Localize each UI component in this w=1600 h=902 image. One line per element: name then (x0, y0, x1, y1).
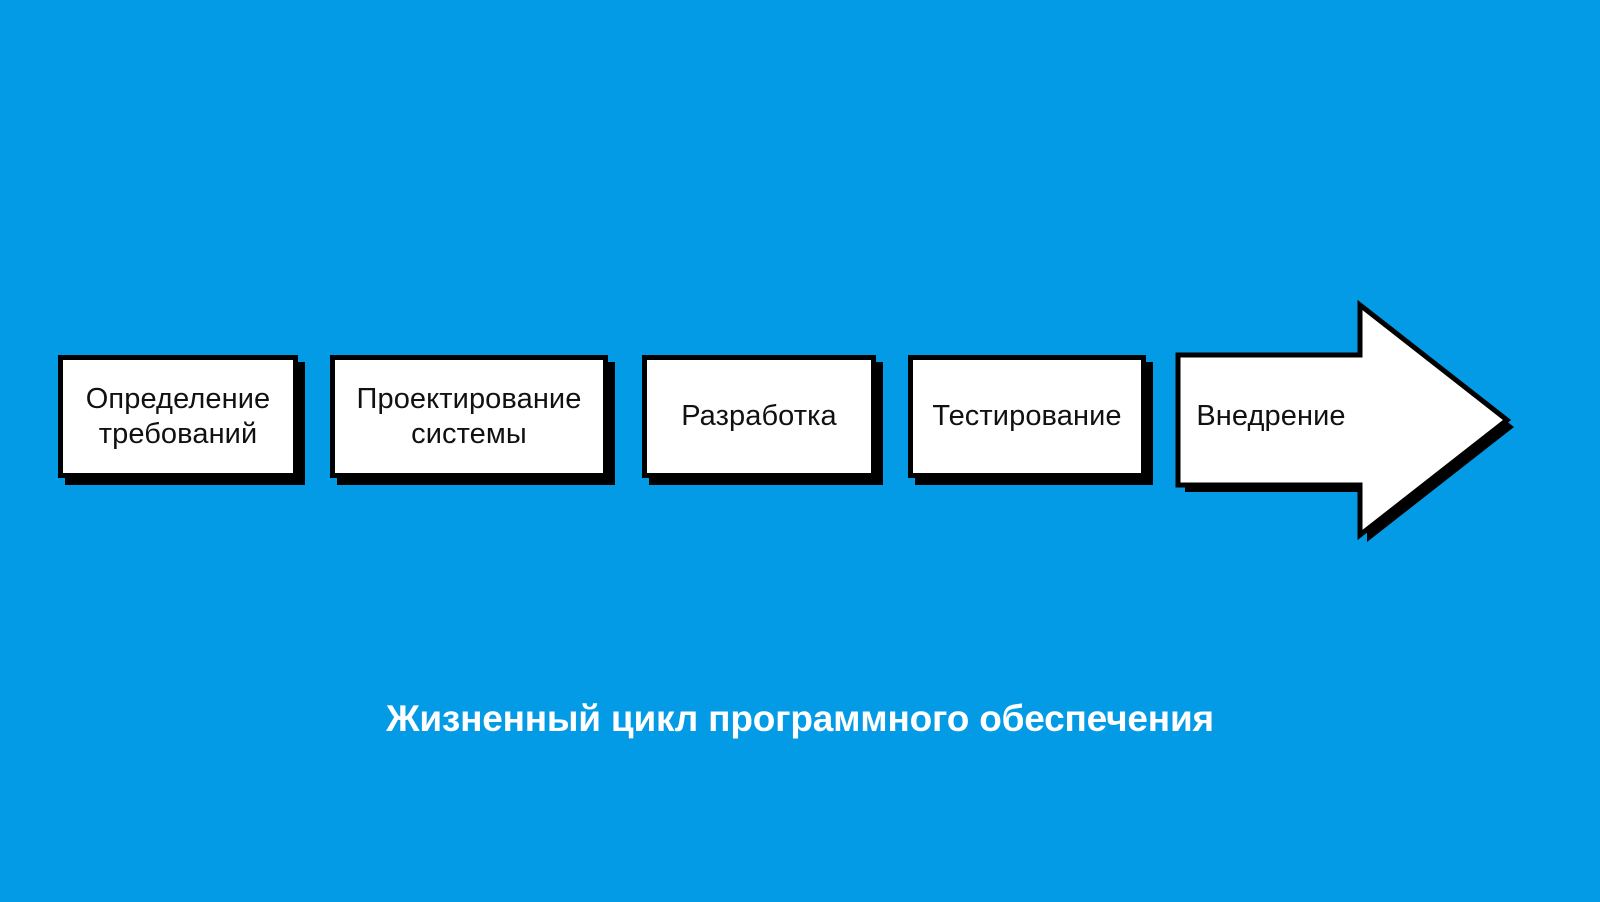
stage-label: Определение требований (85, 383, 271, 450)
process-stage-system-design[interactable]: Проектирование системы (330, 355, 608, 478)
stage-label: Внедрение (1196, 400, 1346, 433)
process-stage-requirements[interactable]: Определение требований (58, 355, 298, 478)
stage-label: Разработка (681, 400, 837, 433)
arrow-label-container: Внедрение (1178, 355, 1364, 478)
stage-label: Тестирование (932, 400, 1122, 433)
process-stage-development[interactable]: Разработка (642, 355, 876, 478)
process-stage-testing[interactable]: Тестирование (908, 355, 1146, 478)
process-stage-deployment[interactable]: Внедрение (1170, 292, 1520, 550)
right-arrow-icon (1175, 299, 1514, 542)
diagram-caption: Жизненный цикл программного обеспечения (386, 698, 1214, 739)
stage-label: Проектирование системы (356, 383, 582, 450)
